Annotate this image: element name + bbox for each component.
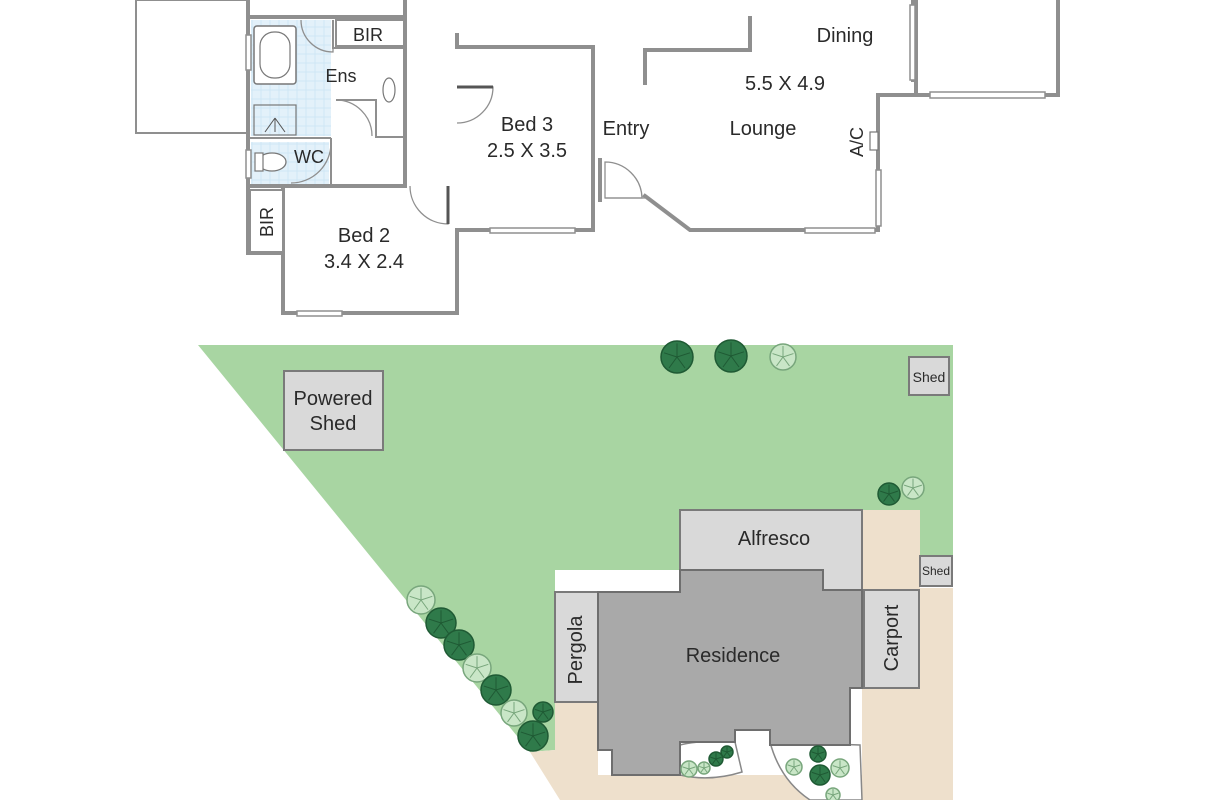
dining-label: Dining: [817, 25, 874, 47]
bed2-name: Bed 2: [338, 225, 390, 247]
tree-dark-icon: [532, 701, 554, 723]
pergola-label: Pergola: [565, 615, 587, 685]
ensuite-walls: [247, 17, 405, 186]
bir-top-box: [335, 19, 405, 47]
wc-label: WC: [294, 147, 324, 167]
shed-top-box: [908, 356, 950, 396]
tree-light-icon: [901, 476, 925, 500]
tree-dark-icon: [660, 340, 694, 374]
pergola-box: [554, 591, 599, 703]
tree-dark-icon: [714, 339, 748, 373]
ac-label: A/C: [847, 127, 867, 157]
door-wc: [290, 142, 332, 184]
shed-top-label: Shed: [913, 369, 946, 385]
entry-label: Entry: [603, 118, 650, 140]
bed2-size: 3.4 X 2.4: [324, 251, 404, 273]
window-bed3: [489, 227, 576, 234]
lounge-label: Lounge: [730, 118, 797, 140]
shed-side-label: Shed: [922, 564, 950, 578]
bed3-name: Bed 3: [501, 114, 553, 136]
basin-icon: [382, 77, 396, 103]
shower-icon: [253, 104, 297, 136]
window-lounge-side: [875, 169, 882, 227]
window-dining-side: [909, 4, 916, 81]
shed-side-box: [919, 555, 953, 587]
tree-dark-icon: [809, 764, 831, 786]
door-ens-wc: [335, 99, 373, 137]
powered-shed-line1: Powered: [294, 388, 373, 410]
window-wc: [245, 149, 252, 179]
alfresco-label: Alfresco: [738, 528, 810, 550]
door-bed2: [409, 185, 449, 225]
carport-label: Carport: [881, 604, 903, 671]
tree-dark-icon: [517, 720, 549, 752]
tree-light-icon: [680, 760, 698, 778]
bath-inner: [259, 31, 291, 79]
window-dining: [929, 91, 1046, 99]
tree-dark-icon: [708, 751, 724, 767]
trees-group: [406, 339, 925, 800]
residence-footprint: [597, 569, 863, 776]
master-bedroom-area: [135, 0, 249, 134]
powered-shed-line2: Shed: [310, 413, 357, 435]
tree-dark-icon: [809, 745, 827, 763]
lounge-size: 5.5 X 4.9: [745, 73, 825, 95]
window-lounge: [804, 227, 876, 234]
tree-dark-icon: [480, 674, 512, 706]
tree-light-icon: [769, 343, 797, 371]
tree-light-icon: [830, 758, 850, 778]
residence-label: Residence: [686, 645, 781, 667]
tree-light-icon: [500, 699, 528, 727]
ac-unit: [869, 131, 879, 151]
tree-light-icon: [406, 585, 436, 615]
shower-drain-icon: [264, 117, 286, 133]
tree-dark-icon: [720, 745, 734, 759]
bed3-size: 2.5 X 3.5: [487, 140, 567, 162]
tree-dark-icon: [425, 607, 457, 639]
carport-box: [863, 589, 920, 689]
lawn-area: [198, 345, 953, 752]
bir-top-label: BIR: [353, 25, 383, 45]
toilet-cistern: [254, 152, 264, 172]
site-plan: Powered Shed Shed Shed Alfresco Pergola …: [198, 339, 953, 800]
door-ensuite: [300, 19, 334, 53]
ensuite-label: Ens: [325, 66, 356, 86]
bir-side-box: [249, 189, 284, 253]
bir-side-label: BIR: [257, 207, 277, 237]
carport-paving: [862, 510, 920, 590]
window-master: [245, 34, 252, 71]
floor-plan: BIR Ens WC BIR Bed 3 2.5 X 3.5 Bed 2 3.4…: [135, 0, 1060, 317]
tree-light-icon: [462, 653, 492, 683]
tree-light-icon: [785, 758, 803, 776]
tree-dark-icon: [443, 629, 475, 661]
door-bed3: [456, 86, 494, 124]
tree-dark-icon: [877, 482, 901, 506]
tree-light-icon: [697, 761, 711, 775]
window-bed2: [296, 310, 343, 317]
tree-light-icon: [825, 787, 841, 800]
door-entry: [604, 161, 643, 199]
powered-shed: [283, 370, 384, 451]
